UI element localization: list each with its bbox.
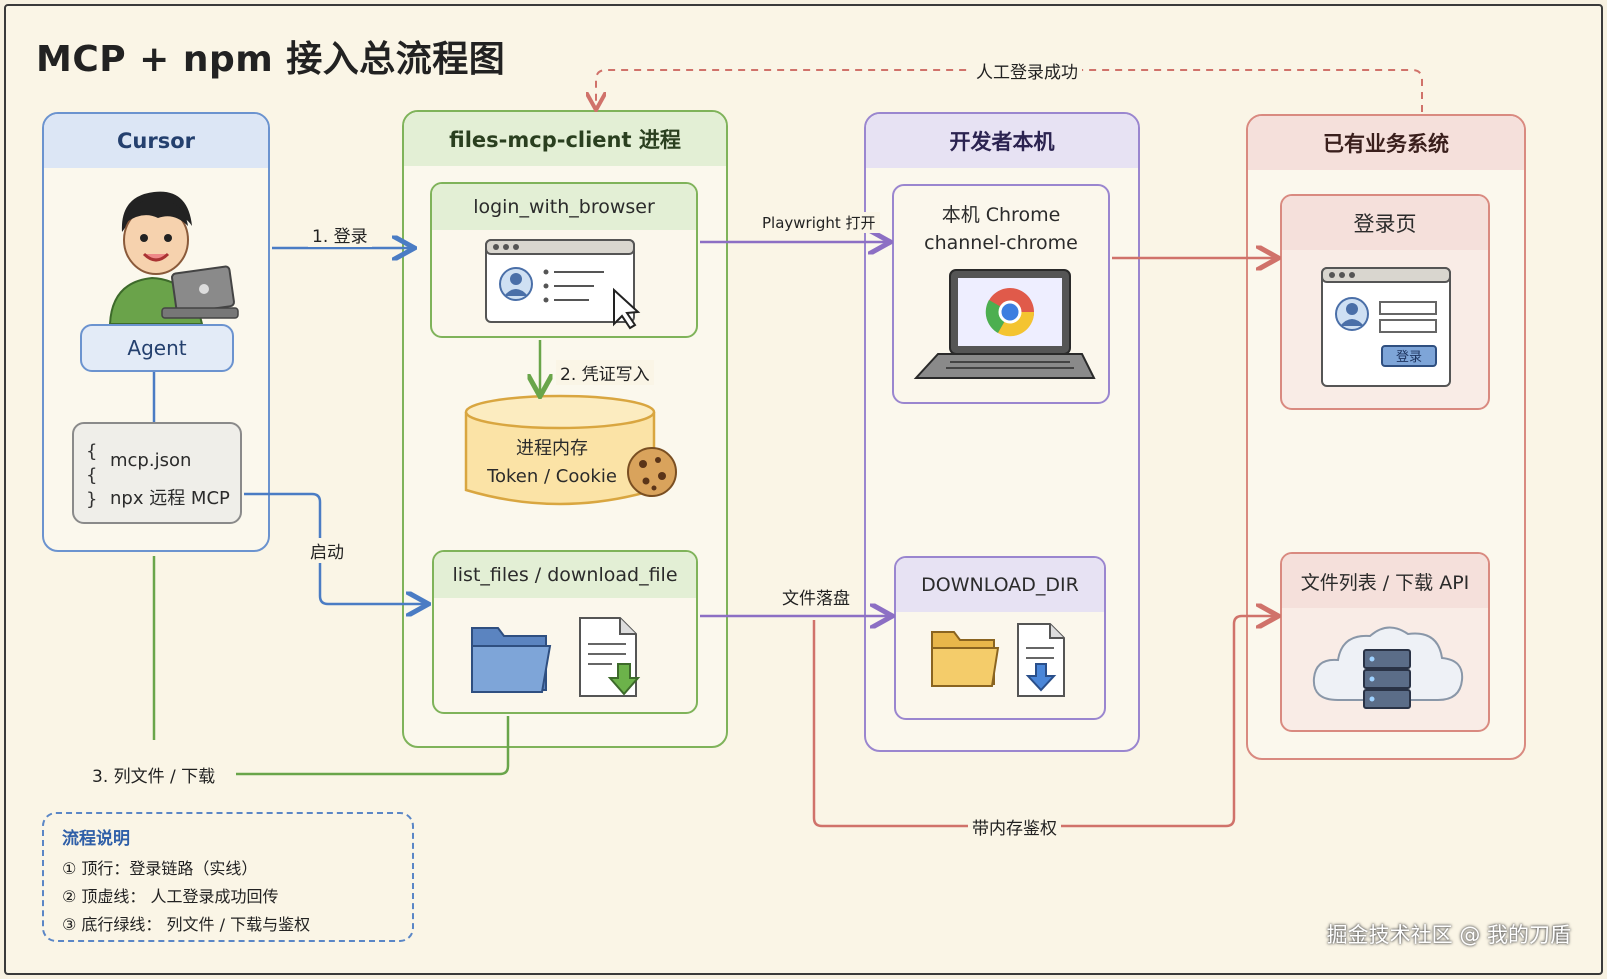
- login-form-icon: [1321, 267, 1451, 387]
- client-panel-title: files-mcp-client 进程: [404, 112, 726, 166]
- local-panel-title: 开发者本机: [866, 114, 1138, 168]
- flow-notes-title: 流程说明: [62, 829, 130, 849]
- label-manual-login: 人工登录成功: [972, 58, 1082, 83]
- mcp-config-box: {{} mcp.json npx 远程 MCP: [72, 422, 242, 524]
- browser-login-icon: [485, 239, 641, 330]
- list-files-box: list_files / download_file: [432, 550, 698, 714]
- login-submit-button: 登录: [1395, 350, 1422, 365]
- business-panel-title: 已有业务系统: [1248, 116, 1524, 170]
- cloud-server-icon: [1312, 626, 1464, 709]
- api-box: 文件列表 / 下载 API: [1280, 552, 1490, 732]
- flow-note-line: ② 顶虚线： 人工登录成功回传: [62, 887, 279, 906]
- cursor-panel: Cursor Agent {{} mcp.json npx 远程 MCP: [42, 112, 270, 552]
- file-download-icon: [579, 617, 641, 697]
- download-dir-box: DOWNLOAD_DIR: [894, 556, 1106, 720]
- memory-cylinder: 进程内存 Token / Cookie: [462, 394, 658, 510]
- local-folder-icon: [931, 631, 1000, 687]
- chrome-line-1: 本机 Chrome: [941, 204, 1061, 226]
- label-list-download: 3. 列文件 / 下载: [88, 762, 220, 787]
- page-title: MCP + npm 接入总流程图: [36, 39, 506, 80]
- folder-icon: [471, 627, 552, 693]
- watermark: 掘金技术社区 @ 我的刀盾: [1326, 923, 1571, 947]
- label-with-auth: 带内存鉴权: [968, 814, 1061, 839]
- api-box-title: 文件列表 / 下载 API: [1282, 554, 1488, 608]
- cookie-icon: [627, 447, 677, 497]
- flow-notes: 流程说明 ① 顶行：登录链路（实线） ② 顶虚线： 人工登录成功回传 ③ 底行绿…: [42, 812, 414, 942]
- login-with-browser-box: login_with_browser: [430, 182, 698, 338]
- label-credential: 2. 凭证写入: [556, 360, 654, 385]
- memory-line-1: 进程内存: [516, 438, 588, 459]
- developer-person-icon: [108, 191, 239, 324]
- config-line-mcp-json: mcp.json: [110, 450, 192, 471]
- login-page-box: 登录页 登录: [1280, 194, 1490, 410]
- local-file-download-icon: [1017, 623, 1065, 697]
- login-with-browser-title: login_with_browser: [432, 184, 696, 230]
- agent-box: Agent: [80, 324, 234, 372]
- list-files-title: list_files / download_file: [434, 552, 696, 598]
- label-playwright: Playwright 打开: [758, 212, 880, 233]
- label-start: 启动: [306, 538, 348, 563]
- flow-note-line: ③ 底行绿线： 列文件 / 下载与鉴权: [62, 915, 311, 934]
- config-line-npx: npx 远程 MCP: [110, 488, 230, 509]
- brace-icon: {{}: [86, 441, 98, 510]
- label-login: 1. 登录: [308, 222, 372, 247]
- cursor-panel-title: Cursor: [44, 114, 268, 168]
- memory-line-2: Token / Cookie: [487, 466, 617, 487]
- chrome-line-2: channel-chrome: [924, 232, 1078, 254]
- chrome-box: 本机 Chrome channel-chrome: [892, 184, 1110, 404]
- login-page-title: 登录页: [1282, 196, 1488, 250]
- label-files-land: 文件落盘: [778, 584, 854, 609]
- flow-note-line: ① 顶行：登录链路（实线）: [62, 859, 258, 878]
- download-dir-title: DOWNLOAD_DIR: [896, 558, 1104, 612]
- laptop-chrome-icon: [913, 269, 1096, 379]
- memory-database-icon: [464, 394, 656, 506]
